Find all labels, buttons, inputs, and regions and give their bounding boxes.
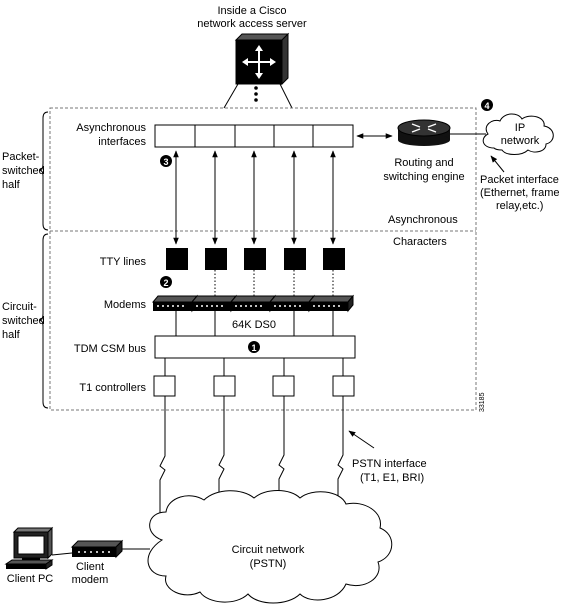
packet-interface-label-1: Packet interface — [480, 174, 559, 186]
tty-line-blocks — [166, 248, 345, 270]
client-modem-label-1: Client — [76, 561, 104, 573]
marker-1-text: 1 — [251, 343, 256, 353]
ip-network-label-1: IP — [515, 122, 525, 134]
client-modem-icon — [70, 539, 124, 559]
icon-connectors — [223, 83, 293, 109]
router-icon — [397, 119, 451, 146]
marker-3-text: 3 — [163, 157, 168, 167]
routing-engine-label-1: Routing and — [394, 157, 453, 169]
modems-label: Modems — [104, 299, 147, 311]
access-server-boundary — [49, 107, 477, 411]
modem-row — [151, 294, 355, 313]
client-modem-label-2: modem — [72, 574, 109, 586]
pc-modem-link — [51, 552, 73, 556]
circuit-network-label-1: Circuit network — [232, 544, 305, 556]
access-server-icon — [234, 32, 290, 86]
async-interfaces-label-1: Asynchronous — [76, 122, 146, 134]
pstn-lines — [159, 396, 344, 525]
packet-interface-arrow — [490, 155, 505, 173]
tdm-bus-label: TDM CSM bus — [74, 343, 147, 355]
async-interface-cells — [154, 124, 354, 148]
async-interfaces-label-2: interfaces — [98, 136, 146, 148]
packet-half-label-2: switched — [2, 165, 45, 177]
modem-bus-links — [175, 311, 334, 336]
routing-engine-label-2: switching engine — [383, 171, 464, 183]
ds0-label: 64K DS0 — [232, 319, 276, 331]
packet-half-brace — [38, 111, 49, 231]
marker-4 — [481, 99, 493, 111]
t1-controllers-label: T1 controllers — [79, 382, 146, 394]
packet-interface-label-2: (Ethernet, frame — [480, 187, 559, 199]
circuit-half-label-1: Circuit- — [2, 301, 37, 313]
circuit-network-cloud — [147, 490, 393, 604]
asynchronous-label: Asynchronous — [388, 214, 458, 226]
circuit-half-label-2: switched — [2, 315, 45, 327]
packet-half-label-1: Packet- — [2, 151, 40, 163]
marker-1 — [248, 341, 260, 353]
pstn-interface-label-1: PSTN interface — [352, 458, 427, 470]
pstn-interface-label-2: (T1, E1, BRI) — [360, 472, 424, 484]
characters-label: Characters — [393, 236, 447, 248]
packet-half-label-3: half — [2, 179, 21, 191]
tty-modem-links — [214, 270, 334, 296]
title-line-1: Inside a Cisco — [217, 5, 286, 17]
circuit-network-label-2: (PSTN) — [250, 558, 287, 570]
ip-network-label-2: network — [501, 135, 540, 147]
tty-lines-label: TTY lines — [100, 256, 147, 268]
packet-interface-label-3: relay,etc.) — [496, 200, 543, 212]
pstn-interface-arrow — [348, 430, 375, 449]
marker-4-text: 4 — [484, 101, 489, 111]
figure-id: 33185 — [479, 392, 486, 412]
t1-controller-boxes — [153, 375, 355, 397]
circuit-half-brace — [38, 233, 49, 409]
ip-network-cloud — [482, 113, 554, 155]
title-line-2: network access server — [197, 18, 307, 30]
marker-2 — [160, 276, 172, 288]
client-pc-icon — [4, 526, 54, 570]
circuit-half-label-3: half — [2, 329, 21, 341]
client-pc-label: Client PC — [7, 573, 54, 585]
marker-2-text: 2 — [163, 278, 168, 288]
async-tty-arrows — [173, 150, 336, 245]
marker-3 — [160, 155, 172, 167]
bus-t1-links — [164, 358, 344, 376]
